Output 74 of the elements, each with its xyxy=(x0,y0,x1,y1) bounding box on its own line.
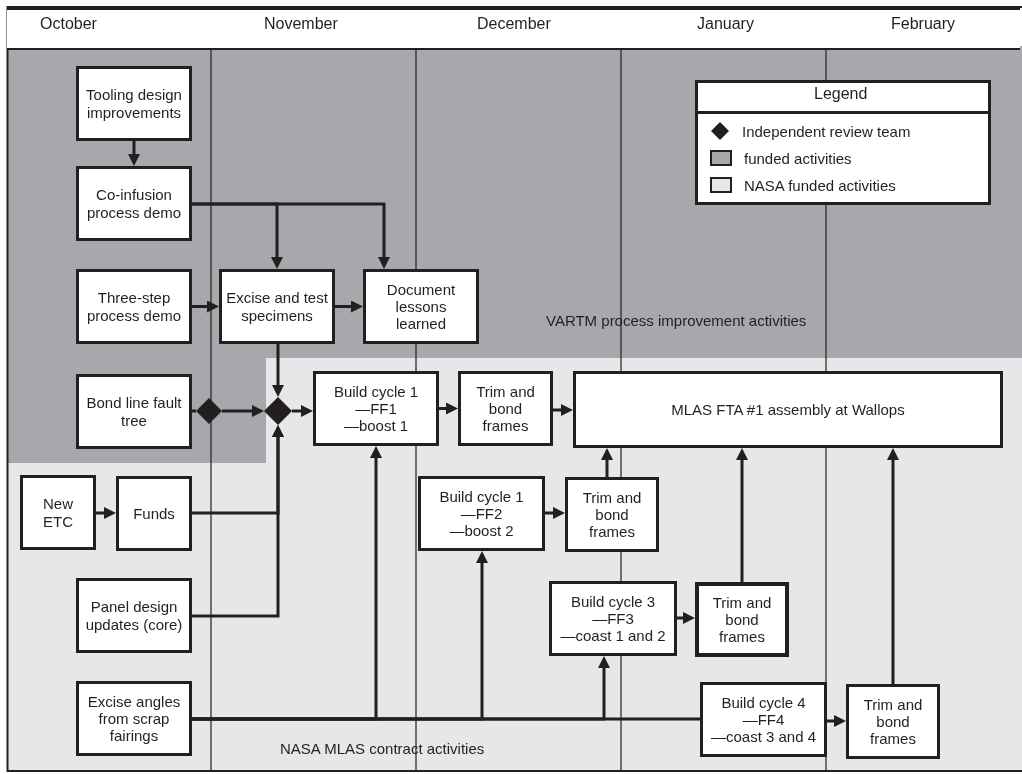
process-box xyxy=(76,374,192,449)
box-label: MLAS FTA #1 assembly at Wallops xyxy=(671,400,905,419)
box-label: —FF1 xyxy=(355,399,397,418)
arrow xyxy=(96,507,116,519)
diamond-symbol xyxy=(196,398,222,424)
box-label: Co-infusion process demo xyxy=(85,186,183,221)
box-label: —coast 3 and 4 xyxy=(710,728,817,746)
box-label: Tooling design improvements xyxy=(85,86,183,121)
arrow xyxy=(601,448,613,477)
box-label: Trim and bond frames xyxy=(862,695,924,748)
box-label: Build cycle 1 xyxy=(333,382,419,400)
legend-text: Independent review team xyxy=(742,122,911,140)
legend-text: funded activities xyxy=(744,149,852,167)
process-box xyxy=(700,682,827,757)
process-box xyxy=(76,66,192,141)
arrow xyxy=(335,300,363,313)
month-label: November xyxy=(264,14,338,34)
box-label: New ETC xyxy=(42,495,74,530)
box-label: Three-step process demo xyxy=(85,289,183,324)
arrow xyxy=(192,300,219,313)
box-label: —FF4 xyxy=(742,710,785,729)
process-box xyxy=(458,371,553,446)
process-box xyxy=(313,371,439,446)
box-label: —FF3 xyxy=(592,609,634,628)
arrow xyxy=(736,448,748,582)
process-box xyxy=(846,684,940,759)
arrow xyxy=(553,404,573,416)
box-label: —boost 1 xyxy=(343,417,409,435)
process-box xyxy=(418,476,545,551)
box-label: Bond line fault tree xyxy=(85,394,183,429)
process-box xyxy=(20,475,96,550)
box-label: Excise and test specimens xyxy=(226,289,328,324)
arrow xyxy=(222,405,264,417)
arrow xyxy=(545,507,565,519)
arrow xyxy=(292,405,313,417)
process-box xyxy=(549,581,677,656)
arrow xyxy=(439,402,458,415)
box-label: —boost 2 xyxy=(449,522,514,540)
process-box xyxy=(573,371,1003,448)
box-label: Build cycle 3 xyxy=(570,592,656,610)
process-box xyxy=(219,269,335,344)
legend-title: Legend xyxy=(814,84,868,104)
box-label: —coast 1 and 2 xyxy=(560,627,666,645)
box-label: Funds xyxy=(133,504,175,523)
box-label: Trim and bond frames xyxy=(711,593,773,646)
box-label: —FF2 xyxy=(460,504,503,523)
process-box xyxy=(363,269,479,344)
box-label: Excise angles from scrap fairings xyxy=(86,692,182,745)
box-label: Build cycle 4 xyxy=(721,693,806,711)
box-label: Trim and bond frames xyxy=(581,488,643,541)
arrow xyxy=(827,715,846,727)
arrow xyxy=(192,425,284,618)
arrow xyxy=(887,448,899,684)
process-box xyxy=(76,166,192,241)
month-label: December xyxy=(477,14,551,34)
box-label: Build cycle 1 xyxy=(439,487,524,505)
box-label: Panel design updates (core) xyxy=(84,598,184,633)
process-box xyxy=(116,476,192,551)
arrow xyxy=(272,344,284,397)
process-box xyxy=(76,578,192,653)
arrow xyxy=(677,612,695,624)
arrow xyxy=(192,202,390,269)
box-label: Trim and bond frames xyxy=(475,382,536,435)
month-label: January xyxy=(697,14,754,34)
arrow xyxy=(128,141,140,166)
process-box xyxy=(76,681,192,756)
process-box xyxy=(76,269,192,344)
diamond-symbol xyxy=(264,397,292,425)
process-box xyxy=(565,477,659,552)
month-label: October xyxy=(40,14,97,34)
process-box xyxy=(695,582,789,657)
month-label: February xyxy=(891,14,956,34)
box-label: Document lessons learned xyxy=(385,280,457,333)
legend-text: NASA funded activities xyxy=(744,176,896,194)
